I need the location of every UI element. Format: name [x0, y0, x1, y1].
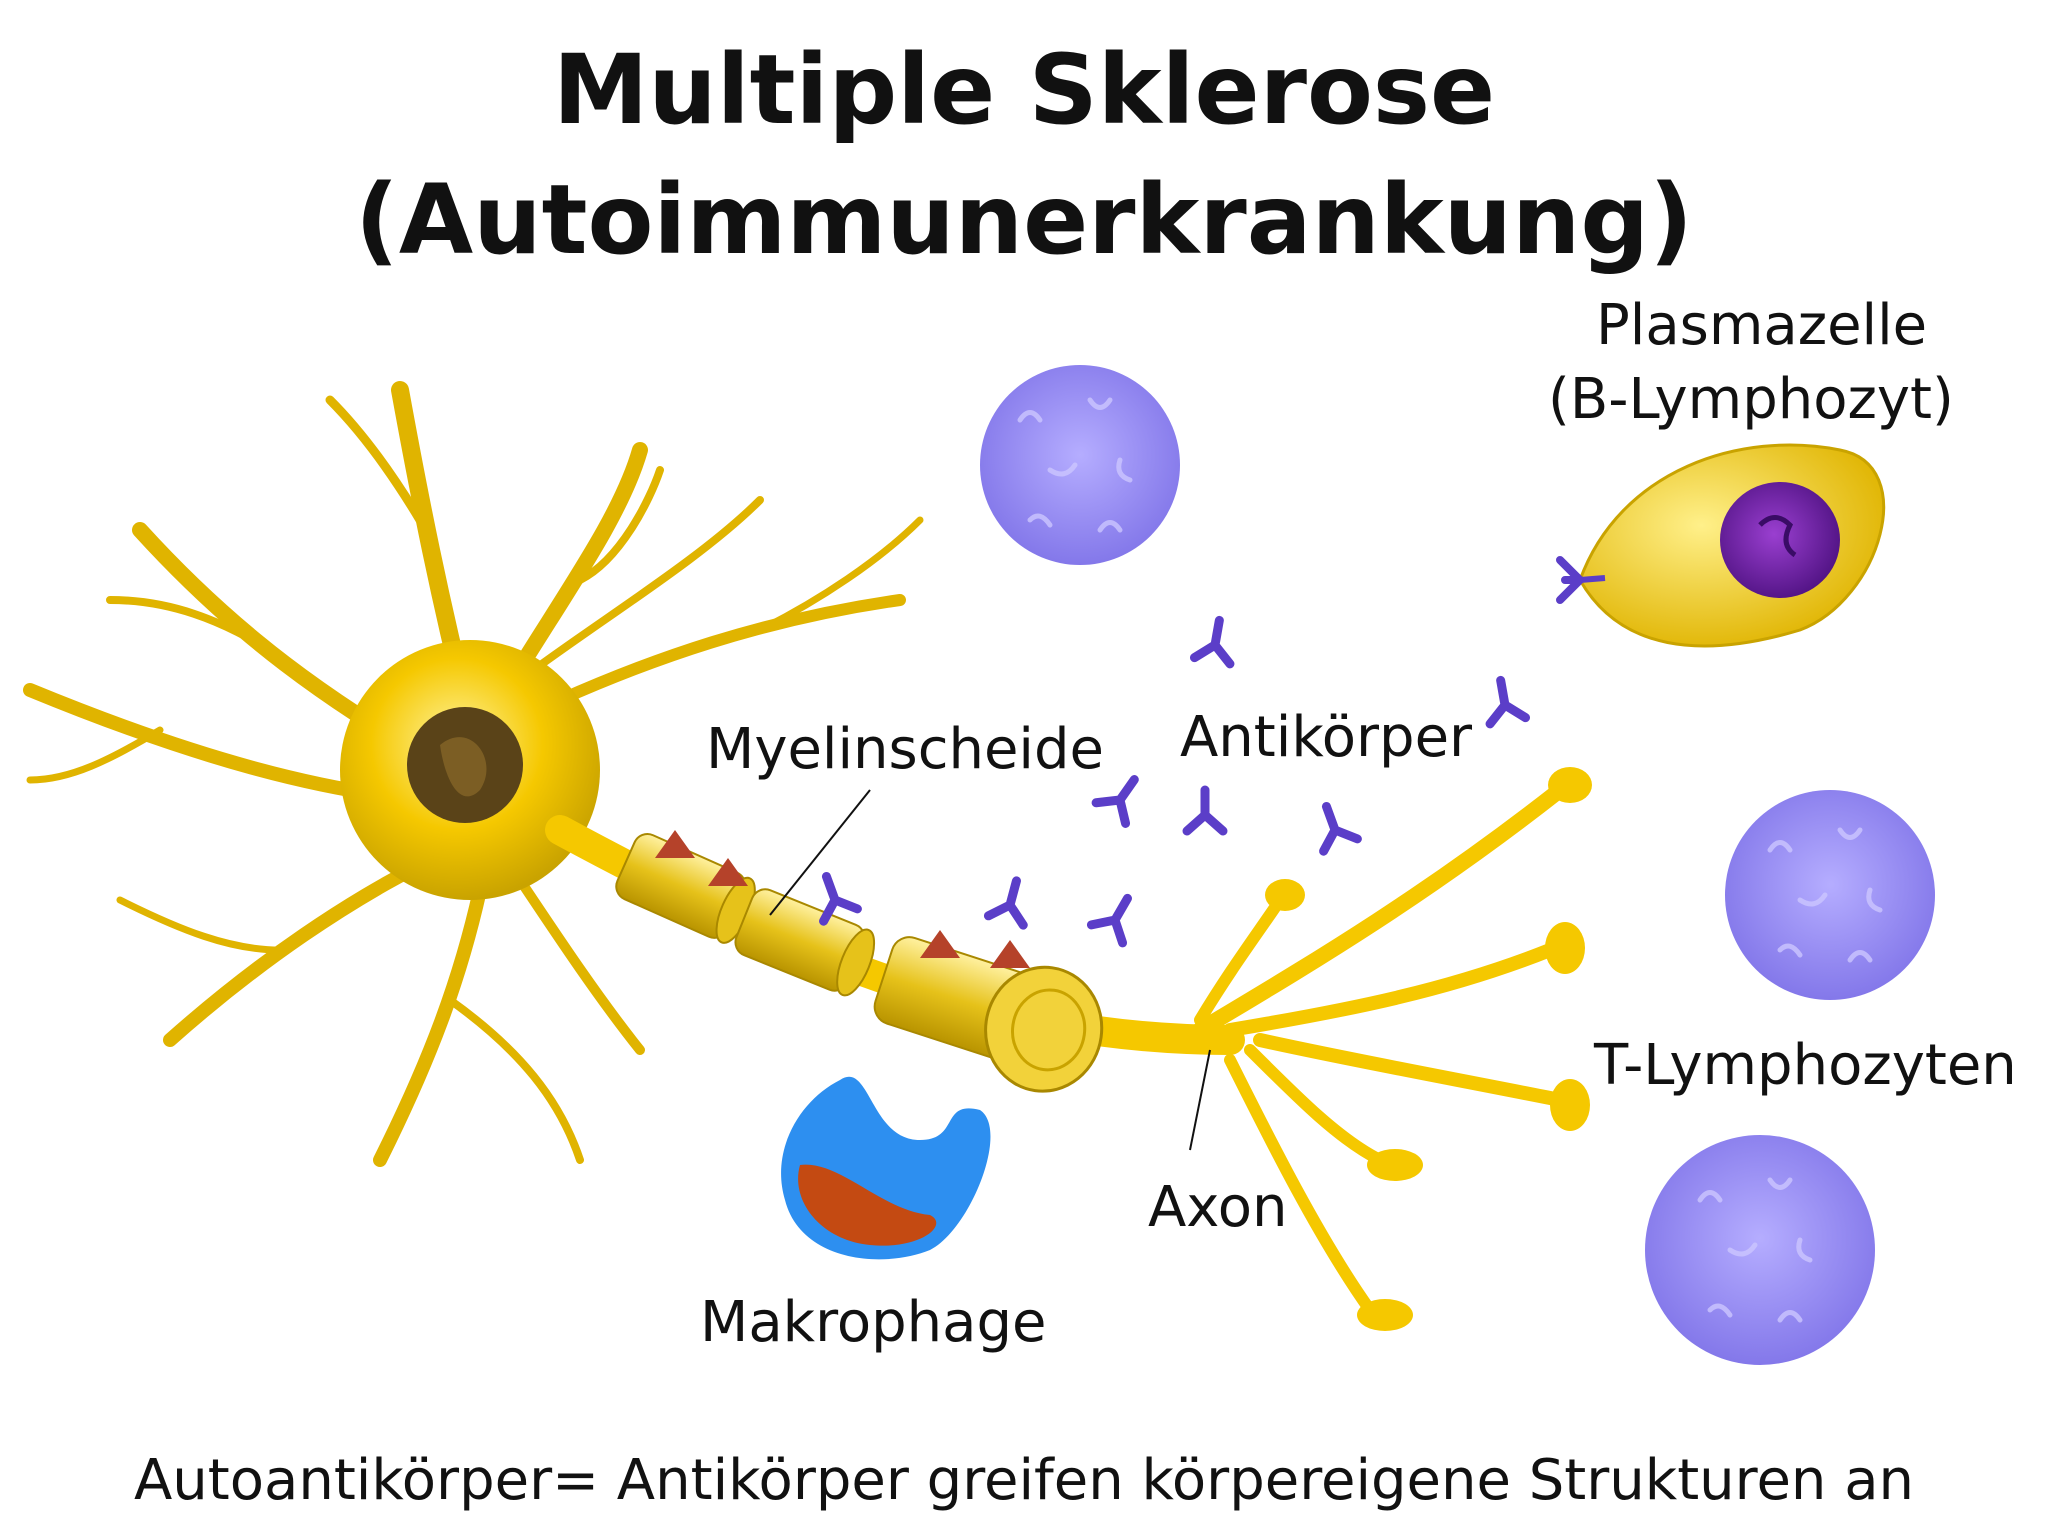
axon-terminal-ends [1265, 767, 1592, 1331]
t-cell-bottom [1645, 1135, 1875, 1365]
label-plasma-cell-line-1: Plasmazelle [1596, 293, 1928, 358]
label-myelin-sheath: Myelinscheide [706, 717, 1104, 782]
macrophage [781, 1076, 991, 1260]
t-cell-top [980, 365, 1180, 565]
label-plasma-cell-line-2: (B-Lymphozyt) [1548, 367, 1954, 432]
label-macrophage: Makrophage [700, 1290, 1047, 1355]
label-t-lymphocytes: T-Lymphozyten [1594, 1033, 2017, 1098]
caption: Autoantikörper= Antikörper greifen körpe… [134, 1448, 1914, 1513]
t-cell-middle [1725, 790, 1935, 1000]
attack-markers [655, 830, 1030, 968]
label-axon: Axon [1148, 1175, 1288, 1240]
myelin-sheath [615, 833, 1104, 1093]
label-antibodies: Antikörper [1180, 705, 1473, 770]
axon-terminals [1192, 782, 1568, 1316]
title-line-1: Multiple Sklerose [552, 34, 1496, 146]
plasma-cell [1556, 443, 1886, 648]
antibodies [819, 615, 1531, 948]
myelin-leader-line [769, 789, 871, 916]
axon-leader-line [1189, 1049, 1211, 1151]
title-line-2: (Autoimmunerkrankung) [355, 164, 1693, 276]
